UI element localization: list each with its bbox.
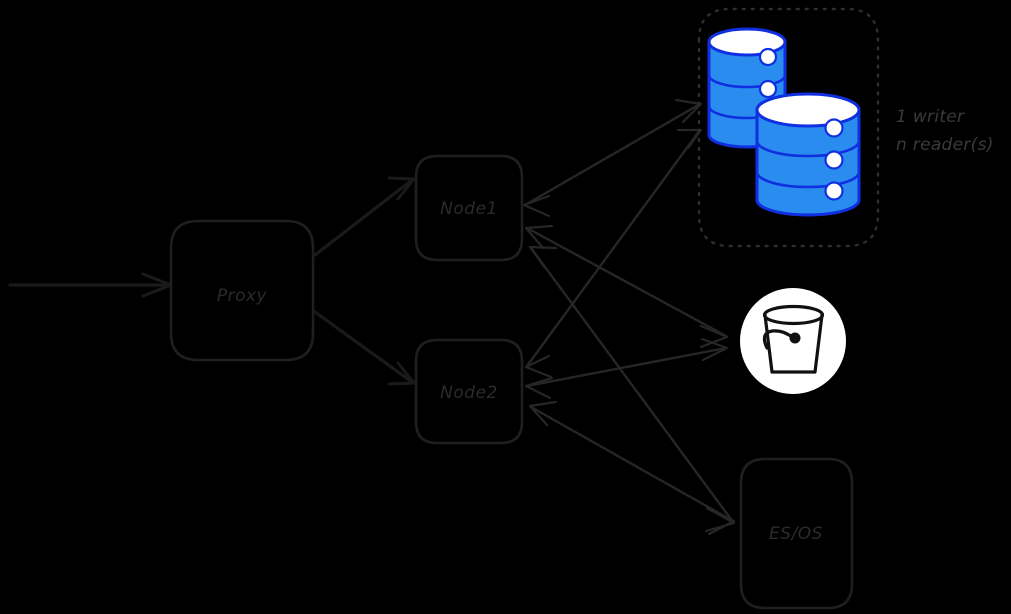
db-note-line-1: 1 writer [896, 107, 965, 127]
proxy-label: Proxy [217, 286, 268, 306]
edge-node1-to-esos [528, 245, 736, 533]
node2-label: Node2 [440, 383, 498, 403]
node1-label: Node1 [440, 199, 498, 219]
db-note-line-2: n reader(s) [896, 135, 994, 155]
edge-proxy-to-node1 [313, 176, 416, 257]
edge-node1-to-bucket [524, 224, 729, 349]
esos-box[interactable]: ES/OS [739, 457, 854, 610]
edge-node2-to-database [524, 128, 703, 379]
edge-node2-to-esos [528, 400, 736, 536]
edge-proxy-to-node2 [313, 310, 416, 386]
bucket-icon [762, 304, 825, 374]
edge-node1-to-database [522, 98, 703, 218]
esos-label: ES/OS [769, 524, 823, 544]
database-group[interactable] [697, 7, 880, 248]
database-cylinder-front [755, 92, 861, 217]
edge-node2-to-bucket [524, 337, 729, 400]
connections-layer [8, 98, 736, 536]
node2-box[interactable]: Node2 [414, 338, 524, 445]
database-group-border [697, 7, 880, 248]
proxy-box[interactable]: Proxy [169, 219, 315, 362]
database-note: 1 writer n reader(s) [896, 107, 994, 155]
edge-external-to-proxy [8, 272, 173, 298]
node1-box[interactable]: Node1 [414, 154, 524, 262]
bucket-node[interactable] [740, 288, 846, 394]
